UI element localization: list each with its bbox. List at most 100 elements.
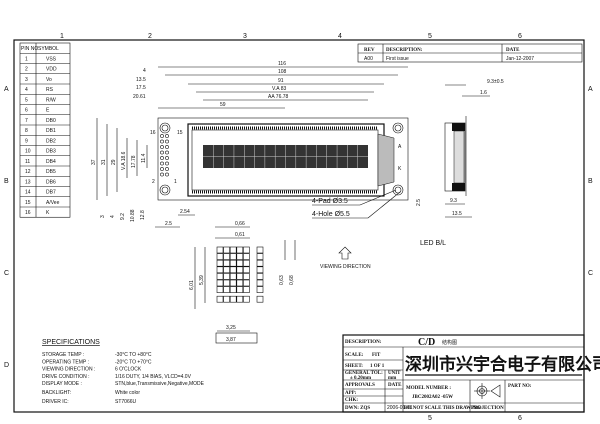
- pin-symbol: R/W: [46, 97, 56, 103]
- dot: [256, 273, 264, 280]
- dim-label: V.A 18.6: [121, 151, 127, 170]
- pin-symbol: DB7: [46, 190, 56, 196]
- rev-value: A00: [364, 56, 373, 62]
- date-label: DATE: [388, 383, 402, 388]
- sheet-value: 1 OF 1: [370, 364, 385, 369]
- pin-symbol: VSS: [46, 56, 57, 62]
- pin-no: 10: [25, 149, 31, 155]
- dot: [236, 253, 244, 260]
- mount-hole: [159, 122, 171, 134]
- col-label: 6: [518, 415, 522, 422]
- description-header: DESCRIPTION:: [386, 48, 423, 53]
- spec-value: ST7066U: [115, 399, 137, 405]
- dot: [216, 273, 224, 280]
- pin-pad: [160, 134, 164, 138]
- pin-no: 4: [25, 87, 28, 93]
- dot: [229, 259, 237, 267]
- dot: [216, 259, 224, 267]
- pin-pad: [160, 139, 164, 144]
- row-label: D: [4, 362, 9, 369]
- spec-value: 1/16 DUTY, 1/4 BIAS, VLCD=4.0V: [115, 374, 192, 380]
- dim-label: 91: [278, 78, 284, 84]
- col-label: 5: [428, 33, 432, 40]
- dot: [256, 253, 264, 260]
- spec-label: DRIVE CONDITION :: [42, 374, 90, 380]
- dim-label: 10.88: [130, 209, 136, 222]
- pin-no: 1: [25, 56, 28, 62]
- dot: [223, 286, 230, 293]
- mount-hole: [392, 122, 404, 134]
- dot: [216, 279, 224, 287]
- dim-label: 29: [111, 159, 117, 165]
- dot: [229, 246, 237, 254]
- title-block: DESCRIPTION: C/D 结构图 SCALE: FIT SHEET: 1…: [342, 334, 600, 413]
- dot: [216, 266, 224, 274]
- spec-row: STORAGE TEMP :-30°C TO +80°C: [42, 352, 152, 358]
- dot: [256, 279, 264, 287]
- dot: [256, 286, 264, 293]
- pin-no: 8: [25, 128, 28, 134]
- pin-pad: [165, 172, 169, 177]
- dot: [236, 295, 244, 303]
- dim-label: 3: [100, 215, 106, 218]
- pin-symbol: RS: [46, 87, 54, 93]
- description-label: DESCRIPTION:: [345, 340, 382, 345]
- dim-label: 59: [220, 102, 226, 108]
- dim-label: 9.3: [450, 198, 457, 204]
- spec-label: DISPLAY MODE :: [42, 381, 82, 387]
- dot: [216, 295, 224, 303]
- dim-label: 0,61: [235, 232, 245, 238]
- pin-no: 15: [25, 200, 31, 206]
- approvals-label: APPROVALS: [345, 383, 375, 388]
- dot: [256, 295, 264, 303]
- pin-pad: [160, 156, 164, 160]
- dim-label: 0,63: [279, 275, 285, 285]
- row-label: A: [4, 86, 9, 93]
- model-number: JBC2002A02 -05W: [412, 395, 453, 400]
- rev-header: REV: [364, 48, 375, 53]
- pin-symbol: DB4: [46, 159, 56, 165]
- dot: [223, 279, 230, 287]
- pin-pad: [160, 167, 164, 171]
- pin-no: 6: [25, 108, 28, 114]
- pin-pad: [165, 156, 169, 160]
- dot: [223, 246, 230, 254]
- spec-value: White color: [115, 390, 140, 396]
- no-scale-note: DO NOT SCALE THIS DRAWING: [404, 406, 481, 411]
- dot: [223, 259, 230, 267]
- spec-value: -30°C TO +80°C: [115, 352, 152, 358]
- dot: [223, 273, 230, 280]
- spec-row: OPERATING TEMP :-20°C TO +70°C: [42, 359, 152, 365]
- pin-label: 16: [150, 130, 156, 136]
- pin-symbol: SYMBOL: [38, 46, 59, 52]
- pin-symbol: E: [46, 108, 50, 114]
- dim-label: 13.5: [136, 77, 146, 83]
- dim-label: 6,01: [189, 280, 195, 290]
- dwn-date: 2006-01-01: [387, 405, 413, 411]
- spec-value: 6 O'CLOCK: [115, 367, 142, 373]
- projection-symbol-icon: [474, 383, 501, 399]
- company-name: 深圳市兴宇合电子有限公司: [405, 354, 600, 374]
- pin-pad: [160, 161, 164, 166]
- dim-label: AA 76.78: [268, 94, 289, 100]
- dot: [256, 259, 264, 267]
- drawing-frame: [13, 39, 585, 413]
- led-label: K: [398, 166, 402, 172]
- pin-label: 1: [174, 179, 177, 185]
- col-label: 1: [60, 33, 64, 40]
- projection-label: PROJECTION: [471, 406, 504, 411]
- pin-pad: [165, 150, 169, 155]
- description-value: First issue: [386, 56, 409, 62]
- dot: [216, 286, 224, 293]
- dim-label: 9.3±0.5: [487, 79, 504, 85]
- pin-symbol: VDD: [46, 67, 57, 73]
- pin-pad: [165, 167, 169, 171]
